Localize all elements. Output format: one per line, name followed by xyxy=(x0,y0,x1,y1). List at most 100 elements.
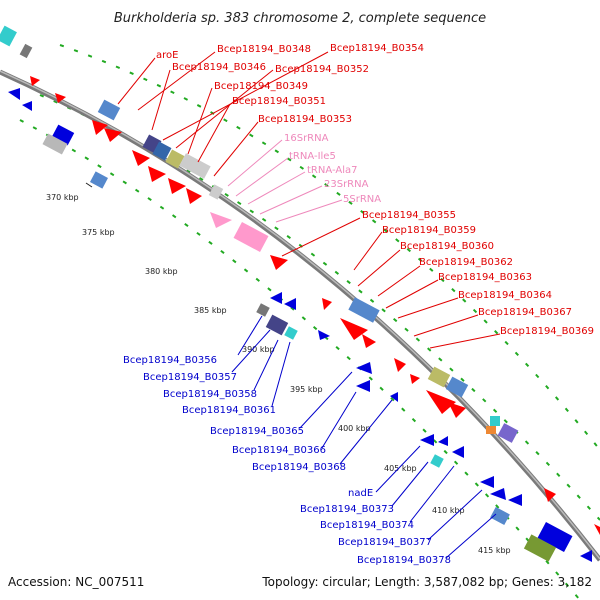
gene-label: Bcep18194_B0346 xyxy=(172,62,266,73)
gene-label: tRNA-Ala7 xyxy=(307,165,357,176)
gene-label: Bcep18194_B0366 xyxy=(232,445,326,456)
reverse-gene xyxy=(356,362,372,374)
feature-block xyxy=(179,153,211,179)
gene-label: Bcep18194_B0360 xyxy=(400,241,494,252)
feature-block xyxy=(348,297,380,323)
forward-gene xyxy=(132,150,150,166)
tick-label: 405 kbp xyxy=(384,464,417,473)
features xyxy=(0,25,600,562)
gene-label: Bcep18194_B0349 xyxy=(214,81,308,92)
feature-block xyxy=(208,184,224,200)
feature-block xyxy=(90,171,108,189)
feature-block xyxy=(497,423,519,443)
leaders-reverse xyxy=(231,315,497,559)
forward-gene xyxy=(448,402,466,418)
gene-label: Bcep18194_B0377 xyxy=(338,537,432,548)
feature-block xyxy=(430,454,444,468)
tick-label: 380 kbp xyxy=(145,267,178,276)
feature-block xyxy=(490,416,500,426)
reverse-labels: Bcep18194_B0356 Bcep18194_B0357 Bcep1819… xyxy=(123,355,451,566)
gene-label: Bcep18194_B0355 xyxy=(362,210,456,221)
feature-block xyxy=(42,133,68,155)
gene-label: Bcep18194_B0354 xyxy=(330,43,424,54)
gene-label: 23SrRNA xyxy=(324,179,369,190)
feature-block xyxy=(490,506,510,526)
gene-label: Bcep18194_B0367 xyxy=(478,307,572,318)
feature-block xyxy=(445,376,469,398)
tick-label: 385 kbp xyxy=(194,306,227,315)
rna-gene xyxy=(233,222,269,252)
tick-label: 400 kbp xyxy=(338,424,371,433)
gene-label: Bcep18194_B0352 xyxy=(275,64,369,75)
gene-label: Bcep18194_B0365 xyxy=(210,426,304,437)
tick-label: 410 kbp xyxy=(432,506,465,515)
gene-label: Bcep18194_B0362 xyxy=(419,257,513,268)
gene-label: nadE xyxy=(348,488,373,499)
reverse-gene xyxy=(270,292,282,304)
forward-gene xyxy=(394,358,406,372)
leaders-forward xyxy=(117,51,501,349)
gene-label: Bcep18194_B0363 xyxy=(438,272,532,283)
feature-block xyxy=(256,303,270,317)
forward-gene xyxy=(186,188,202,204)
gene-label: Bcep18194_B0361 xyxy=(182,405,276,416)
gene-label: Bcep18194_B0369 xyxy=(500,326,594,337)
forward-gene xyxy=(322,298,332,310)
reverse-gene xyxy=(508,494,522,506)
feature-block xyxy=(265,314,289,336)
forward-gene xyxy=(410,374,420,384)
forward-labels: aroE Bcep18194_B0348 Bcep18194_B0346 Bce… xyxy=(156,43,594,337)
forward-gene xyxy=(104,128,122,142)
forward-gene xyxy=(340,318,368,340)
gene-label: Bcep18194_B0356 xyxy=(123,355,217,366)
forward-gene xyxy=(544,488,556,502)
ticks: 370 kbp 375 kbp 380 kbp 385 kbp 390 kbp … xyxy=(46,182,511,555)
tick-label: 395 kbp xyxy=(290,385,323,394)
reverse-gene xyxy=(537,522,573,552)
gene-label: Bcep18194_B0359 xyxy=(382,225,476,236)
outer-guide-arc xyxy=(59,44,600,451)
gene-label: 5SrRNA xyxy=(343,194,381,205)
map-title: Burkholderia sp. 383 chromosome 2, compl… xyxy=(114,11,486,26)
tick-label: 375 kbp xyxy=(82,228,115,237)
feature-block xyxy=(0,25,17,47)
leaders-rna xyxy=(227,139,343,223)
gene-label: Bcep18194_B0353 xyxy=(258,114,352,125)
feature-block xyxy=(284,326,298,340)
tick-label: 390 kbp xyxy=(242,345,275,354)
reverse-gene xyxy=(580,550,592,562)
gene-label: Bcep18194_B0374 xyxy=(320,520,414,531)
gene-label: Bcep18194_B0368 xyxy=(252,462,346,473)
reverse-gene xyxy=(8,88,20,100)
backbone-highlight xyxy=(0,70,600,560)
forward-gene xyxy=(55,93,66,103)
gene-label: 16SrRNA xyxy=(284,133,329,144)
gene-label: Bcep18194_B0357 xyxy=(143,372,237,383)
forward-gene xyxy=(30,76,40,86)
feature-block xyxy=(97,99,121,121)
forward-gene xyxy=(362,334,376,348)
reverse-gene xyxy=(22,101,32,111)
feature-block xyxy=(165,149,185,169)
forward-gene xyxy=(426,390,456,414)
reverse-gene xyxy=(51,124,75,146)
inner-guide-arc xyxy=(19,119,581,600)
gene-label: Bcep18194_B0378 xyxy=(357,555,451,566)
reverse-gene xyxy=(390,392,398,402)
gene-label: Bcep18194_B0351 xyxy=(232,96,326,107)
feature-block xyxy=(523,534,557,562)
gene-label: tRNA-Ile5 xyxy=(289,151,336,162)
accession-text: Accession: NC_007511 xyxy=(8,575,144,589)
feature-block xyxy=(19,43,33,59)
reverse-gene xyxy=(480,476,494,488)
reverse-gene xyxy=(318,330,330,340)
gene-label: Bcep18194_B0348 xyxy=(217,44,311,55)
forward-gene xyxy=(594,524,600,535)
reverse-gene xyxy=(284,298,296,310)
forward-gene xyxy=(270,255,288,270)
gene-label: Bcep18194_B0364 xyxy=(458,290,552,301)
reverse-gene xyxy=(490,488,506,500)
forward-gene xyxy=(168,178,186,194)
